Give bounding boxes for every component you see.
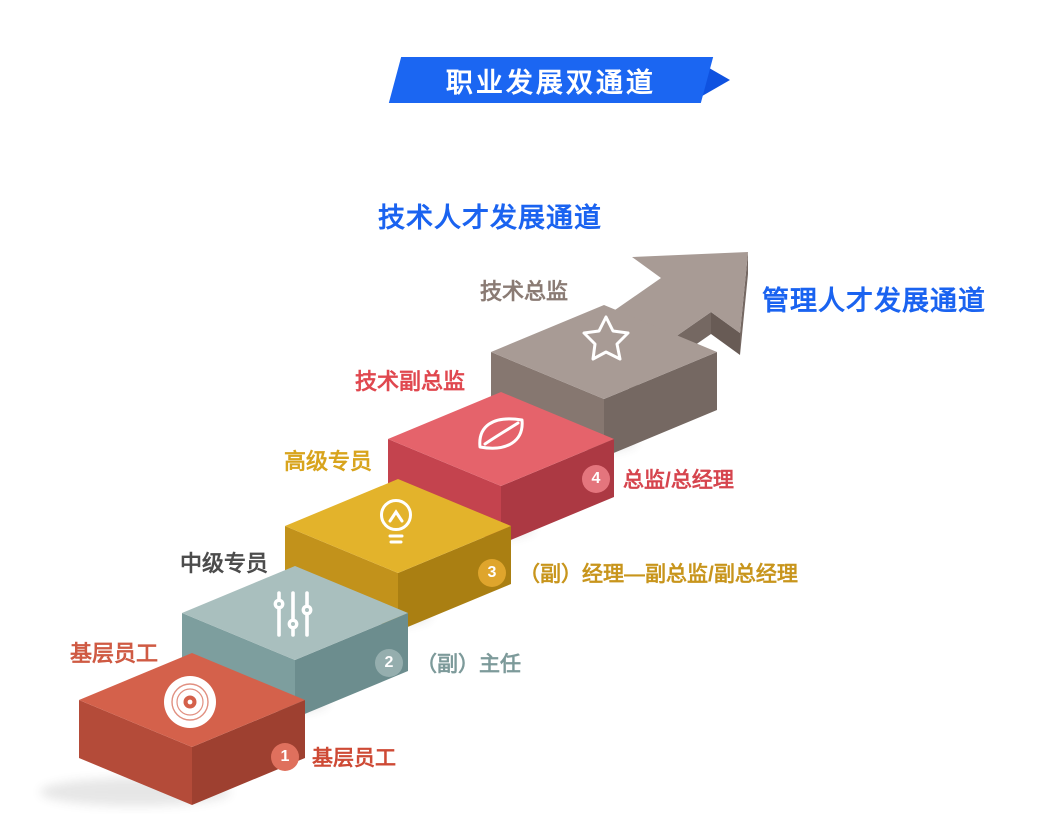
step-number-badge: 2	[375, 649, 403, 677]
step-number-badge: 4	[582, 465, 610, 493]
step-3-top-face	[285, 479, 511, 573]
mgmt-level-3-label: （副）经理—副总监/副总经理	[519, 563, 798, 586]
lightbulb-icon	[380, 499, 412, 544]
mgmt-level-1-label: 基层员工	[312, 747, 396, 770]
mgmt-level-2-label: （副）主任	[416, 653, 521, 676]
tech-level-5-label: 技术总监	[479, 279, 568, 304]
step-number-badge: 1	[271, 743, 299, 771]
arrow-under-head	[740, 252, 748, 355]
mgmt-level-4: 4 总监/总经理	[582, 464, 734, 494]
tech-level-2-label: 中级专员	[179, 551, 268, 576]
step-4-top-face	[388, 392, 614, 486]
mgmt-level-4-label: 总监/总经理	[623, 469, 734, 492]
step-number-badge: 3	[478, 559, 506, 587]
management-channel-title: 管理人才发展通道	[762, 286, 986, 316]
page-title: 职业发展双通道	[446, 67, 656, 98]
step-1	[79, 653, 305, 805]
mgmt-level-2: 2 （副）主任	[375, 648, 521, 678]
vinyl-disc-icon	[164, 676, 216, 728]
title-banner: 职业发展双通道	[388, 57, 714, 103]
arrow-under-wing	[711, 312, 740, 355]
sliders-icon	[273, 591, 313, 637]
step-5-side-face	[604, 352, 717, 457]
step-2-top-face	[182, 566, 408, 660]
step-3-side-face	[398, 526, 511, 631]
mgmt-level-1: 1 基层员工	[271, 742, 396, 772]
mgmt-level-3: 3 （副）经理—副总监/副总经理	[478, 558, 798, 588]
star-icon	[582, 315, 630, 361]
step-4-side-face	[501, 439, 614, 544]
tech-level-1-label: 基层员工	[69, 641, 158, 666]
tech-level-4-label: 技术副总监	[354, 369, 465, 394]
leaf-icon	[478, 417, 524, 450]
step-2-side-face	[295, 613, 408, 718]
step-1-side-face	[192, 700, 305, 805]
technical-channel-title: 技术人才发展通道	[378, 203, 602, 233]
step-1-front-face	[79, 700, 192, 805]
tech-level-3-label: 高级专员	[283, 449, 372, 474]
